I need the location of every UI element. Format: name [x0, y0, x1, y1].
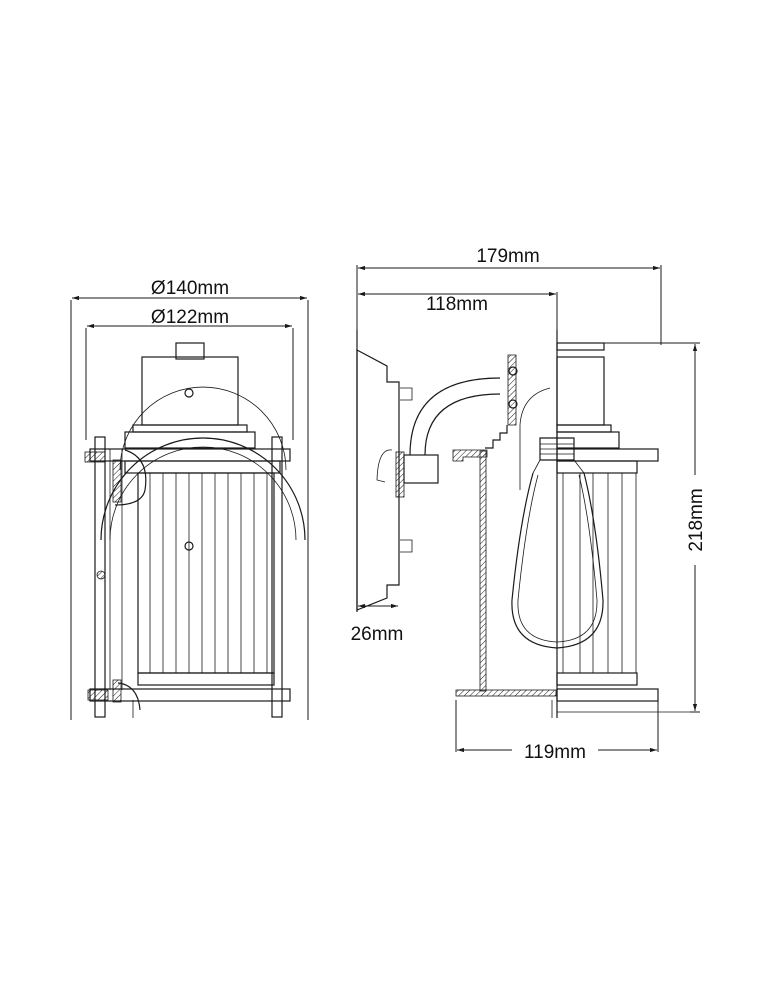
side-dimensions: 179mm 118mm 26mm 119mm 218mm — [351, 246, 707, 763]
right-post — [271, 436, 283, 718]
backplate-inner-arc — [119, 386, 287, 471]
front-dimensions: Ø140mm Ø122mm — [70, 278, 309, 720]
dim-backplate-depth: 26mm — [351, 624, 404, 645]
fluted-glass — [137, 472, 275, 674]
left-post — [94, 436, 106, 718]
front-view — [84, 342, 306, 718]
top-cap — [141, 356, 239, 426]
backplate-outer-arc — [100, 437, 306, 541]
mount-block — [403, 454, 439, 484]
dim-inner-diameter: Ø122mm — [151, 307, 229, 328]
side-view — [356, 330, 690, 718]
dim-body-width: 119mm — [524, 742, 586, 763]
dim-outer-diameter: Ø140mm — [151, 278, 229, 299]
curved-arm — [409, 377, 501, 456]
dim-overall-height: 218mm — [686, 488, 707, 551]
dim-total-projection: 179mm — [476, 246, 539, 267]
dim-bracket-projection: 118mm — [426, 294, 488, 315]
